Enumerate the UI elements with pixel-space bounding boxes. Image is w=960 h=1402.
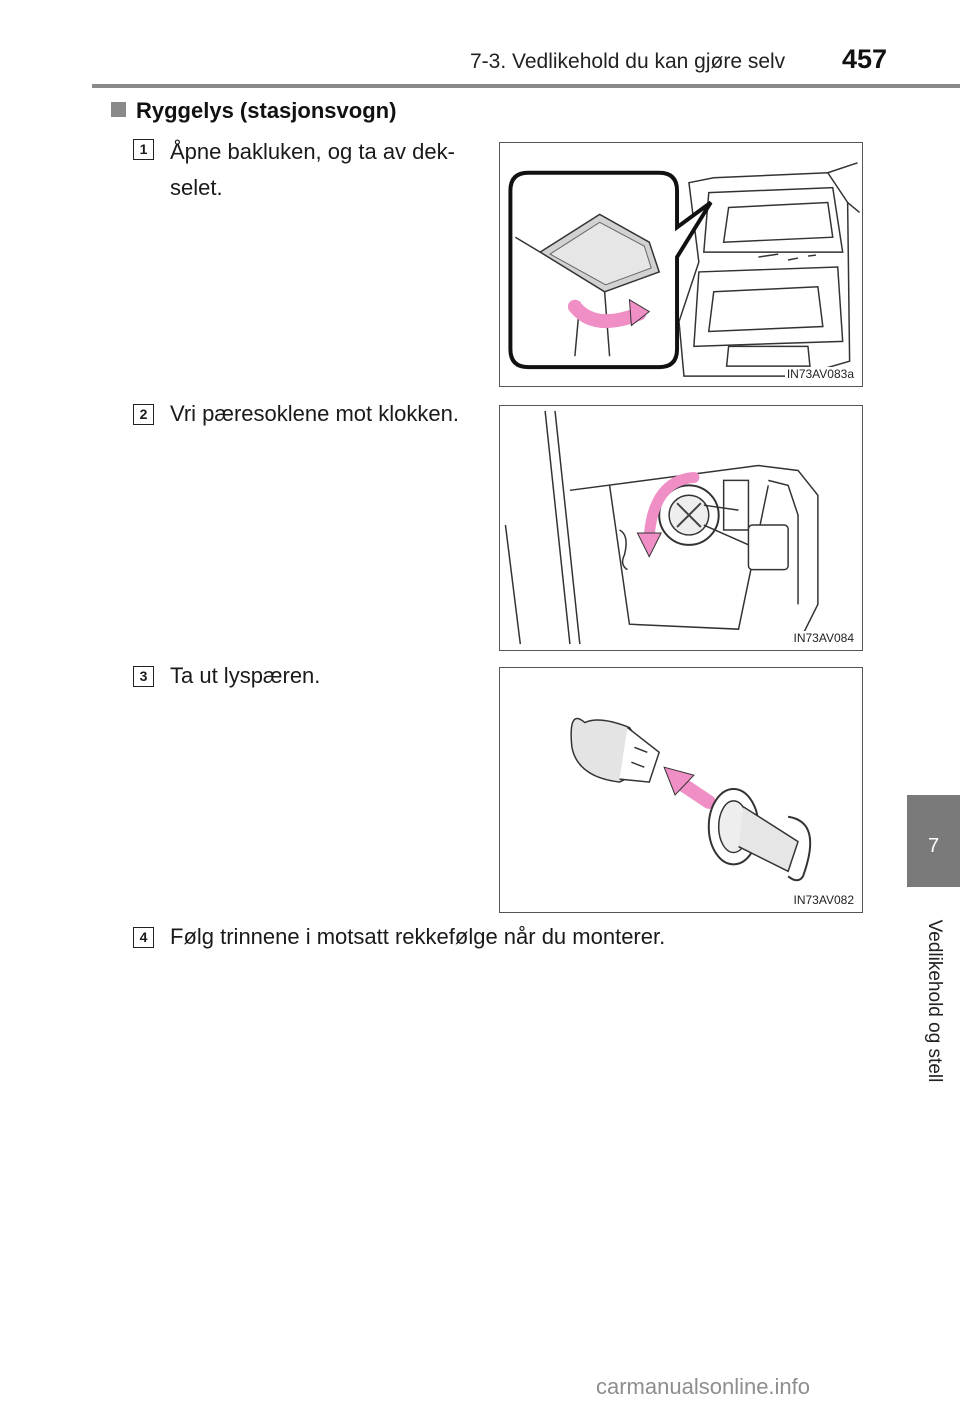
figure-code: IN73AV084 <box>791 631 856 645</box>
running-header-section: 7-3. Vedlikehold du kan gjøre selv <box>470 50 786 73</box>
page-number: 457 <box>842 44 888 74</box>
step-text-1-line2: selet. <box>170 175 223 200</box>
figure-remove-bulb: IN73AV082 <box>499 667 863 913</box>
square-bullet-icon <box>111 102 126 117</box>
step-number-2: 2 <box>133 404 154 425</box>
step-text-2: Vri pæresoklene mot klokken. <box>170 401 459 426</box>
figure-code: IN73AV083a <box>784 367 856 381</box>
figure-open-tailgate: IN73AV083a <box>499 142 863 387</box>
figure-turn-socket: IN73AV084 <box>499 405 863 651</box>
step-number-1: 1 <box>133 139 154 160</box>
step-text-4: Følg trinnene i motsatt rekkefølge når d… <box>170 924 666 949</box>
step-text-1-line1: Åpne bakluken, og ta av dek- <box>170 139 455 164</box>
section-heading-text: Ryggelys (stasjonsvogn) <box>136 98 397 123</box>
step-number-4: 4 <box>133 927 154 948</box>
tailgate-illustration <box>508 162 861 377</box>
header-divider <box>92 84 960 88</box>
socket-illustration <box>504 410 819 645</box>
step-number-3: 3 <box>133 666 154 687</box>
figure-code: IN73AV082 <box>791 893 856 907</box>
step-text-1: Åpne bakluken, og ta av dek- selet. <box>170 134 455 206</box>
step-text-3: Ta ut lyspæren. <box>170 663 321 688</box>
watermark: carmanualsonline.info <box>596 1374 811 1399</box>
section-heading: Ryggelys (stasjonsvogn) <box>111 98 396 124</box>
chapter-number: 7 <box>927 835 940 857</box>
chapter-title: Vedlikehold og stell <box>924 919 945 1083</box>
bulb-illustration <box>570 717 812 882</box>
chapter-tab[interactable]: 7 <box>907 795 960 887</box>
